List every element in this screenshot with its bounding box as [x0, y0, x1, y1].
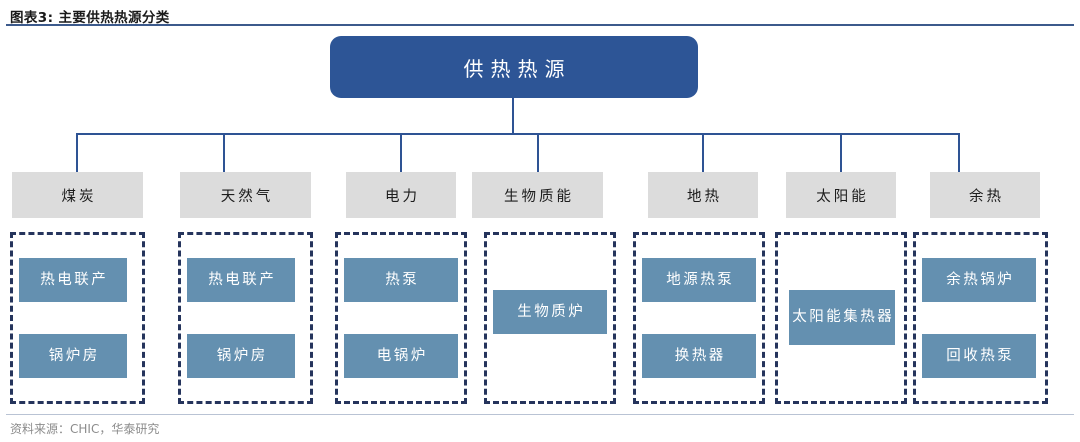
category-label: 地热 — [687, 188, 722, 205]
connector-drop-7 — [958, 133, 960, 172]
category-label: 煤炭 — [61, 188, 97, 205]
leaf-node-solar-1: 太阳能集热器 — [789, 290, 895, 345]
leaf-node-label: 太阳能集热器 — [792, 309, 895, 326]
category-label: 生物质能 — [504, 188, 574, 205]
leaf-node-label: 电锅炉 — [376, 347, 428, 364]
category-label: 太阳能 — [816, 188, 869, 205]
leaf-node-label: 生物质炉 — [517, 303, 586, 320]
root-node-label: 供热热源 — [463, 56, 572, 81]
category-box-waste-heat: 余热 — [930, 172, 1040, 218]
header-divider — [6, 24, 1074, 26]
source-note: 资料来源：CHIC，华泰研究 — [10, 422, 160, 436]
category-box-natural-gas: 天然气 — [180, 172, 311, 218]
connector-drop-1 — [76, 133, 78, 172]
figure-header: 图表3: 主要供热热源分类 — [10, 6, 1070, 26]
leaf-node-label: 热电联产 — [208, 271, 277, 288]
category-label: 天然气 — [220, 188, 274, 205]
footer-divider — [6, 414, 1074, 415]
leaf-node-label: 锅炉房 — [216, 347, 268, 364]
leaf-node-waste-heat-1: 余热锅炉 — [922, 258, 1036, 302]
leaf-node-label: 地源热泵 — [666, 271, 735, 288]
connector-horizontal-bus — [76, 133, 960, 135]
leaf-node-label: 热电联产 — [40, 271, 109, 288]
leaf-node-biomass-1: 生物质炉 — [493, 290, 607, 334]
category-box-solar: 太阳能 — [786, 172, 896, 218]
leaf-node-label: 热泵 — [385, 271, 420, 288]
root-node-heat-source: 供热热源 — [330, 36, 698, 98]
category-label: 电力 — [385, 188, 420, 205]
connector-drop-2 — [223, 133, 225, 172]
leaf-node-coal-1: 热电联产 — [19, 258, 127, 302]
leaf-node-geothermal-1: 地源热泵 — [642, 258, 756, 302]
category-box-geothermal: 地热 — [648, 172, 758, 218]
leaf-node-label: 换热器 — [674, 347, 726, 364]
category-box-biomass: 生物质能 — [472, 172, 603, 218]
leaf-node-electricity-1: 热泵 — [344, 258, 458, 302]
leaf-node-label: 余热锅炉 — [946, 271, 1015, 288]
leaf-node-coal-2: 锅炉房 — [19, 334, 127, 378]
leaf-node-natural-gas-1: 热电联产 — [187, 258, 295, 302]
leaf-node-label: 回收热泵 — [946, 347, 1015, 364]
leaf-node-geothermal-2: 换热器 — [642, 334, 756, 378]
leaf-node-natural-gas-2: 锅炉房 — [187, 334, 295, 378]
category-box-electricity: 电力 — [346, 172, 456, 218]
leaf-node-label: 锅炉房 — [48, 347, 100, 364]
connector-drop-4 — [537, 133, 539, 172]
category-box-coal: 煤炭 — [12, 172, 143, 218]
leaf-node-waste-heat-2: 回收热泵 — [922, 334, 1036, 378]
connector-drop-5 — [702, 133, 704, 172]
connector-drop-6 — [840, 133, 842, 172]
page-title: 图表3: 主要供热热源分类 — [10, 10, 170, 26]
leaf-node-electricity-2: 电锅炉 — [344, 334, 458, 378]
connector-root-stem — [512, 98, 514, 134]
connector-drop-3 — [400, 133, 402, 172]
category-label: 余热 — [969, 188, 1004, 205]
